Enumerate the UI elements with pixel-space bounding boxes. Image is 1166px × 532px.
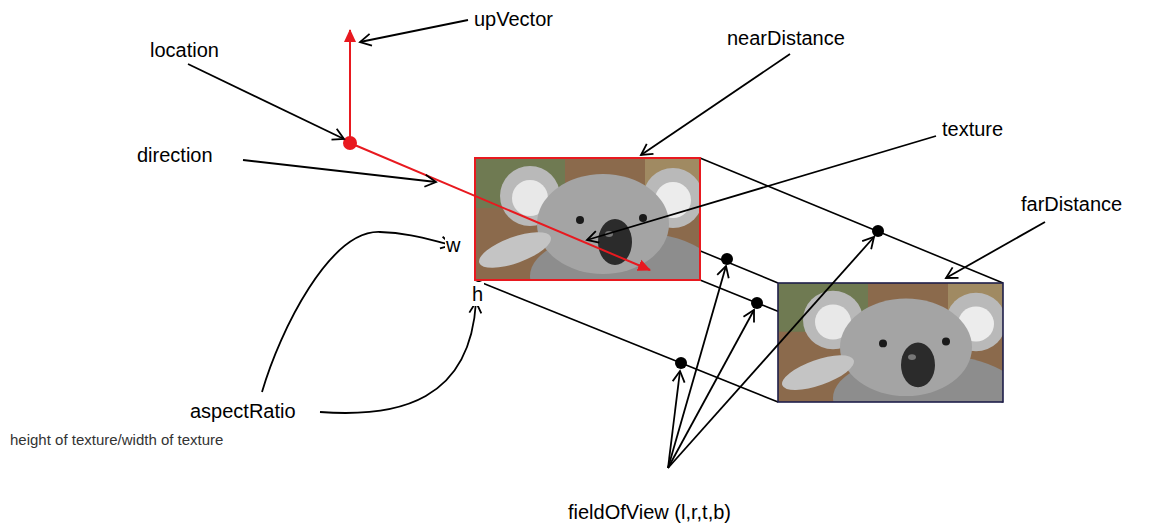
leader-label: fieldOfView (l,r,t,b) [568, 500, 731, 524]
near-plane [475, 158, 700, 280]
texture-image [475, 158, 720, 321]
location-dot [343, 136, 357, 150]
leader-label: direction [137, 143, 213, 167]
leader-label: texture [942, 117, 1003, 141]
leader-label: nearDistance [727, 26, 845, 50]
far-texture-image [778, 283, 1023, 442]
leader-label: farDistance [1021, 192, 1122, 216]
leader-label: aspectRatio [190, 399, 296, 423]
leader-label: location [150, 38, 219, 62]
leader-label: upVector [474, 7, 553, 31]
leader-line [188, 20, 1045, 468]
dimension-label: h [471, 282, 484, 306]
direction-arrow [350, 143, 650, 270]
up-vector-arrow [349, 30, 351, 143]
far-plane [778, 283, 1003, 402]
fov-dot [675, 225, 884, 369]
dimension-label: w [445, 233, 461, 257]
note-text: height of texture/width of texture [10, 431, 223, 449]
